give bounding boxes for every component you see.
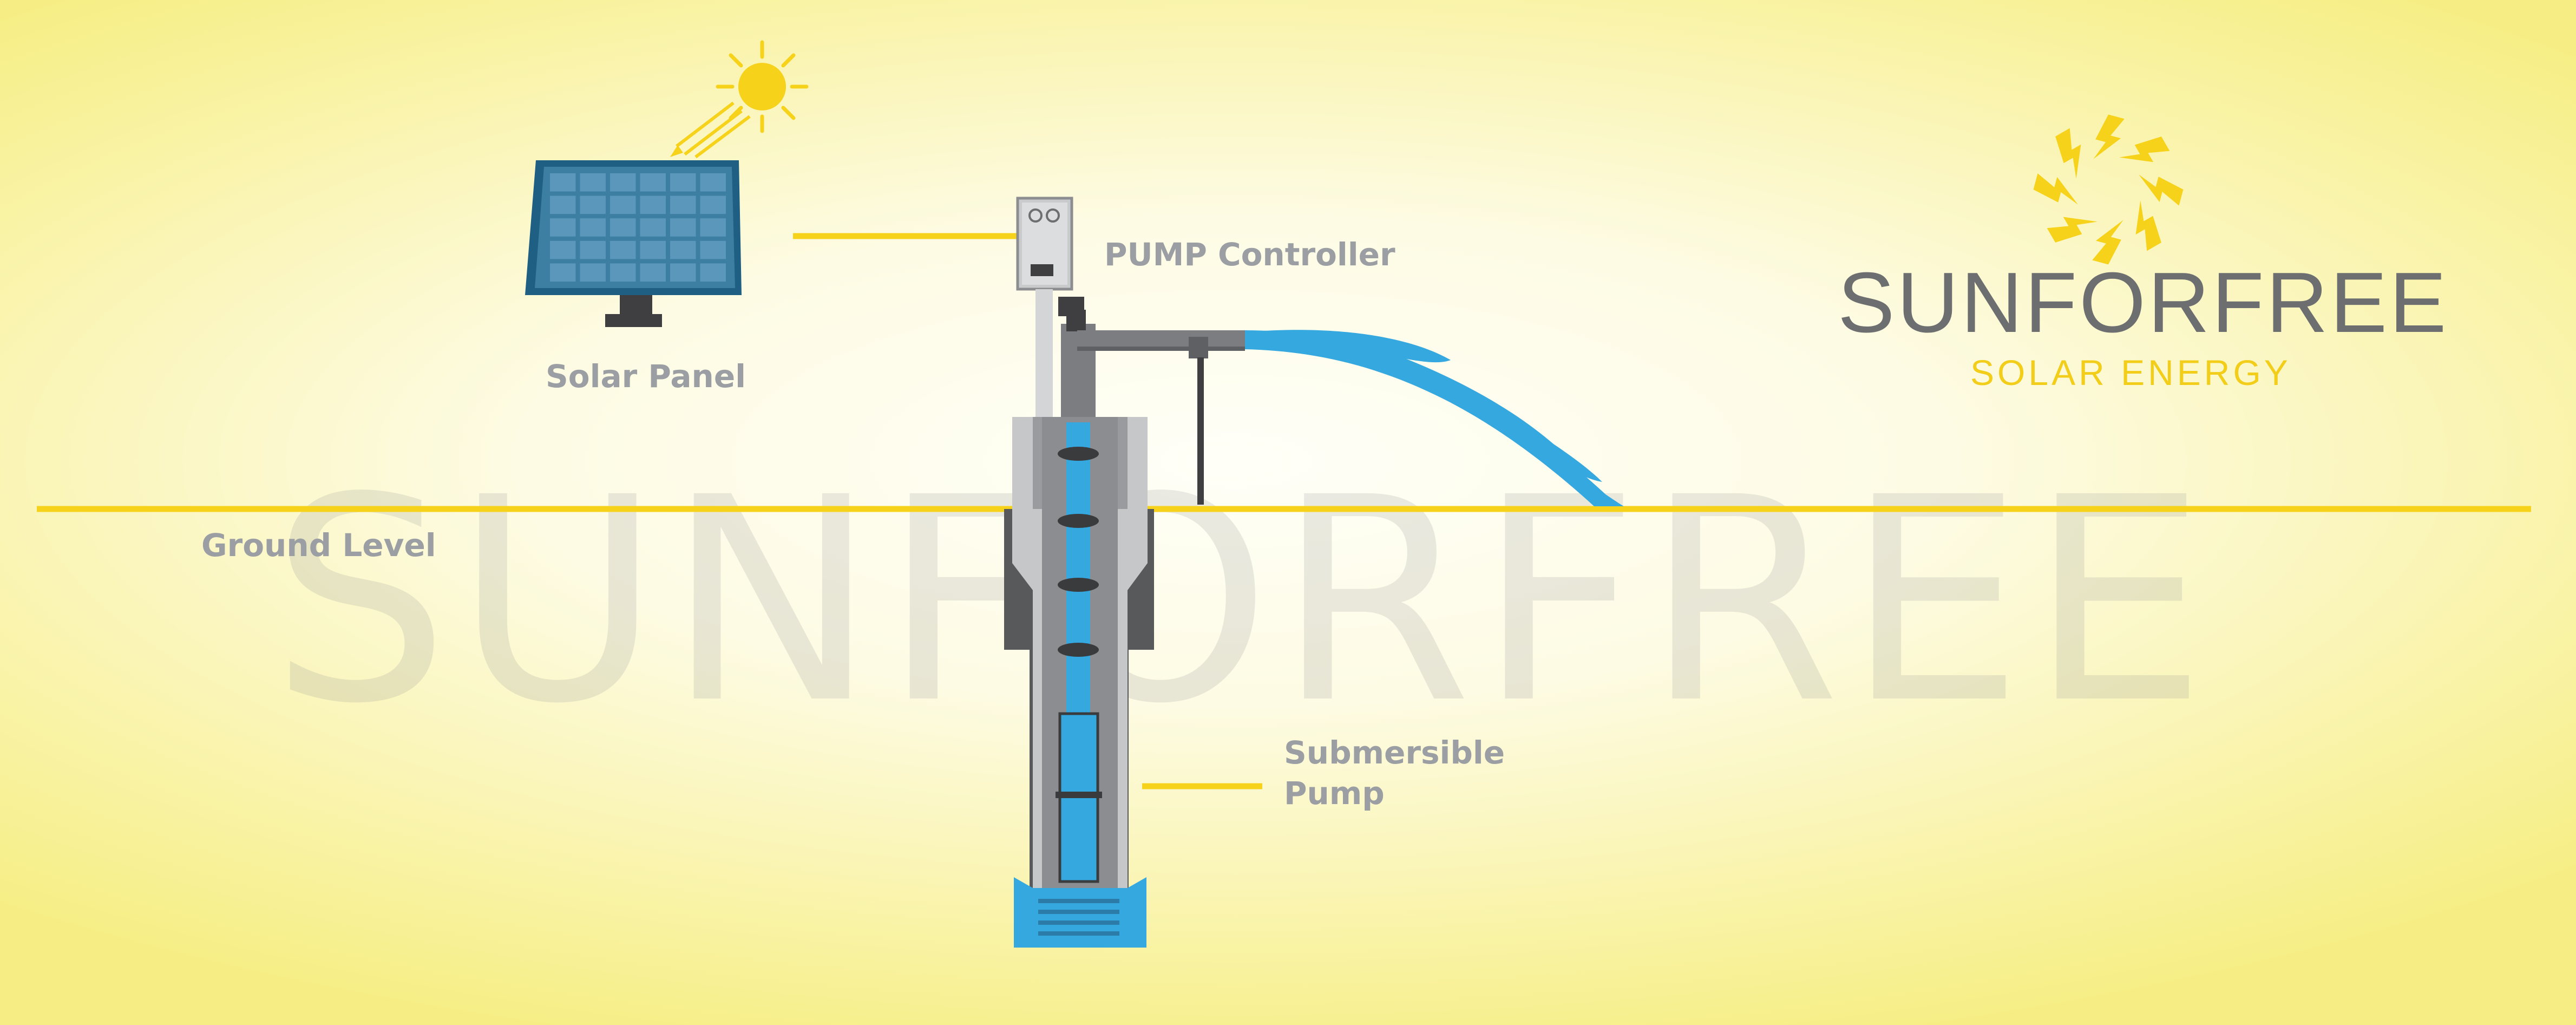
solar-cell: [580, 218, 606, 237]
lightning-sun-icon: [2033, 114, 2184, 265]
solar-cell: [610, 195, 636, 214]
solar-cell: [580, 263, 606, 282]
solar-cell: [610, 263, 636, 282]
solar-cell: [670, 195, 696, 214]
lightning-bolt: [2119, 136, 2170, 162]
solar-cell: [550, 240, 576, 259]
solar-panel-label: Solar Panel: [546, 358, 746, 395]
solar-cell: [700, 195, 726, 214]
solar-cell: [700, 173, 726, 192]
submersible-pump-icon: [1004, 297, 1245, 948]
solar-cell: [610, 240, 636, 259]
lightning-bolt: [2055, 128, 2081, 179]
solar-panel-icon: [525, 160, 742, 327]
pump-controller-icon: [1016, 197, 1073, 419]
solar-cell: [640, 173, 666, 192]
solar-cell: [640, 240, 666, 259]
lightning-bolt: [2135, 200, 2161, 251]
lightning-bolt: [2093, 114, 2125, 159]
solar-cell: [580, 240, 606, 259]
submersible-pump-label-line2: Pump: [1284, 775, 1385, 812]
solar-cell: [700, 240, 726, 259]
submersible-pump-label-line1: Submersible: [1284, 734, 1505, 771]
brand-name: SUNFORFREE: [1838, 255, 2449, 350]
solar-cell: [580, 195, 606, 214]
solar-cell: [670, 263, 696, 282]
lightning-bolt: [2139, 174, 2184, 206]
ground-level-label: Ground Level: [201, 527, 436, 564]
solar-cell: [670, 218, 696, 237]
solar-cell: [580, 173, 606, 192]
lightning-bolt: [2033, 173, 2078, 205]
submersible-pump-label: Submersible Pump: [1284, 733, 1505, 814]
solar-cell: [640, 218, 666, 237]
solar-cell: [610, 218, 636, 237]
solar-cell: [610, 173, 636, 192]
solar-cell: [670, 173, 696, 192]
brand-tagline: SOLAR ENERGY: [1970, 352, 2291, 393]
sun-icon: [670, 40, 809, 159]
solar-cell: [670, 240, 696, 259]
solar-cell: [550, 263, 576, 282]
solar-cell: [640, 195, 666, 214]
solar-cell: [640, 263, 666, 282]
lightning-bolt: [2092, 220, 2123, 265]
solar-cell: [550, 173, 576, 192]
solar-cell: [700, 218, 726, 237]
water-stream-icon: [1245, 330, 1624, 506]
solar-cell: [550, 195, 576, 214]
solar-cell: [550, 218, 576, 237]
lightning-bolt: [2047, 217, 2098, 243]
solar-cell: [700, 263, 726, 282]
pump-controller-label: PUMP Controller: [1104, 236, 1395, 273]
